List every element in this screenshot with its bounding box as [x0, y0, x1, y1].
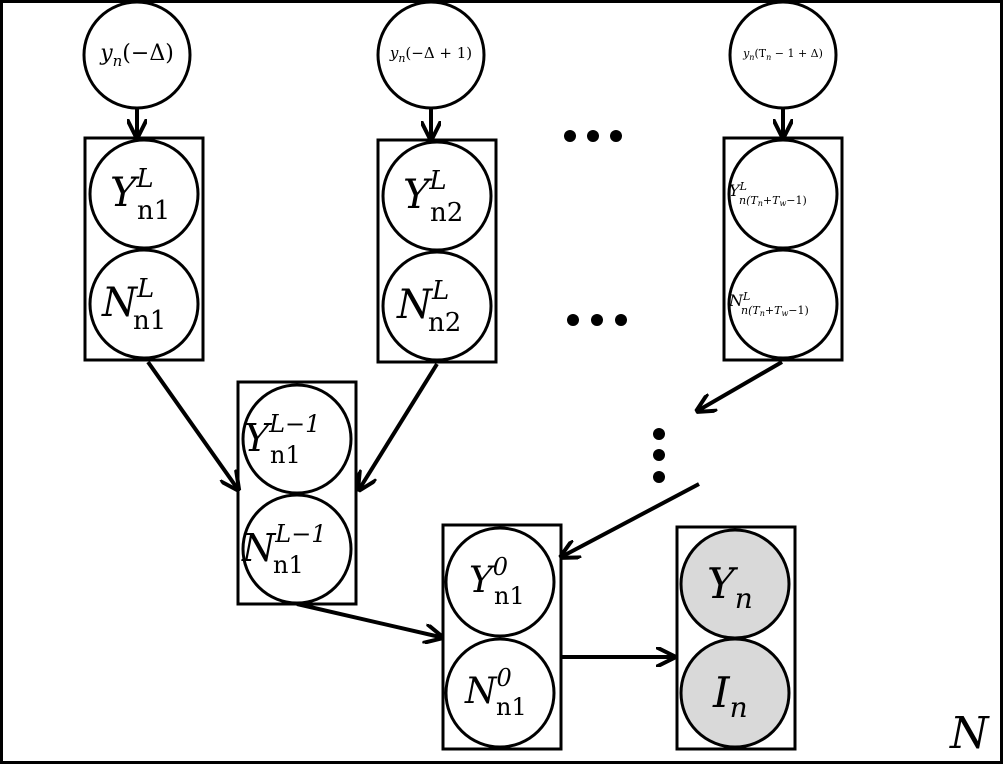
plate-label: N: [949, 708, 990, 759]
edge-plateLm1-to-plate0: [296, 602, 440, 637]
node-Y-observed: Yn: [679, 528, 791, 640]
svg-text:Yn: Yn: [707, 559, 753, 615]
svg-text:NLn(Tn+Tw−1): NLn(Tn+Tw−1): [728, 290, 809, 318]
edge-dots-to-plate0: [563, 482, 700, 556]
svg-text:In: In: [712, 668, 748, 724]
svg-text:YL−1n1: YL−1n1: [244, 410, 320, 469]
ellipsis-vertical: [653, 428, 665, 483]
ellipsis-middle-horizontal: [567, 314, 627, 326]
svg-text:yn(Tn − 1 + Δ): yn(Tn − 1 + Δ): [742, 47, 823, 62]
edge-plateL2-to-plateLm1: [360, 362, 439, 488]
svg-text:yn(−Δ): yn(−Δ): [99, 41, 174, 70]
svg-text:NL−1n1: NL−1n1: [241, 520, 327, 579]
edge-plateL1-to-plateLm1: [146, 360, 237, 488]
edge-plateLlast-to-dots: [699, 360, 784, 410]
ellipsis-top-horizontal: [564, 130, 622, 142]
svg-text:YLn(Tn+Tw−1): YLn(Tn+Tw−1): [729, 180, 807, 208]
plate-observed: [675, 525, 797, 751]
node-y-last: yn(Tn − 1 + Δ): [728, 0, 838, 110]
node-y-minus-delta-plus-1: yn(−Δ + 1): [376, 0, 486, 110]
node-I-observed: In: [679, 637, 791, 749]
node-y-minus-delta: yn(−Δ): [82, 0, 192, 110]
svg-text:yn(−Δ + 1): yn(−Δ + 1): [389, 44, 472, 65]
